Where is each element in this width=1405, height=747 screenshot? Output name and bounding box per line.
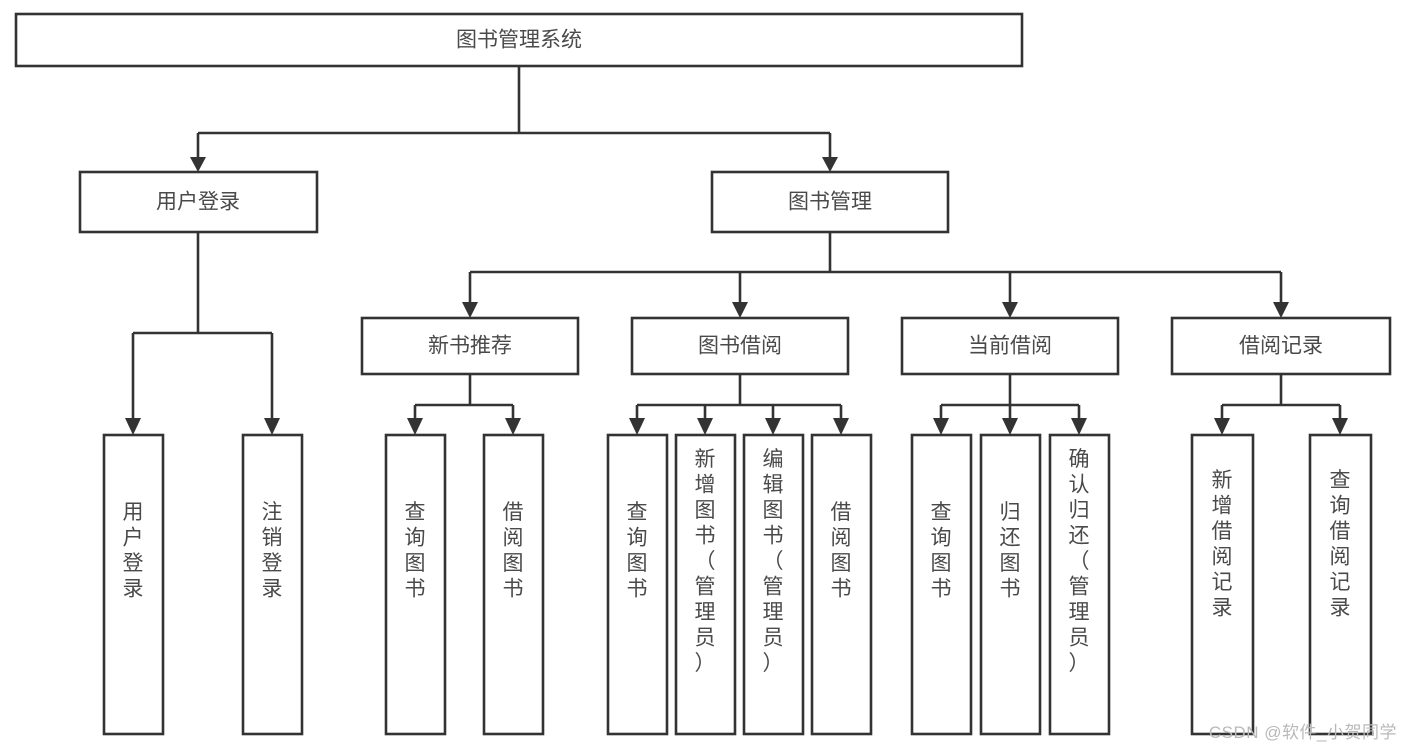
- node-leaf-query-book-3-label: 查询图书: [931, 501, 952, 601]
- node-new-book-rec-box[interactable]: [360, 316, 580, 376]
- node-leaf-add-record-box[interactable]: [1190, 433, 1255, 736]
- node-leaf-edit-book[interactable]: 编辑图书（管理员）: [742, 433, 805, 736]
- node-book-manage[interactable]: 图书管理: [710, 170, 950, 234]
- node-leaf-user-login[interactable]: 用户登录: [102, 433, 165, 736]
- node-leaf-query-record-label: 查询借阅记录: [1330, 469, 1351, 620]
- node-leaf-confirm-return-label: 确认归还（管理员）: [1069, 448, 1090, 675]
- node-new-book-rec[interactable]: 新书推荐: [360, 316, 580, 376]
- node-root[interactable]: 图书管理系统: [14, 12, 1024, 68]
- arrow-leaf-logout-login: [264, 418, 280, 435]
- node-current-borrow-label: 当前借阅: [968, 335, 1052, 358]
- node-leaf-query-book-2-label: 查询图书: [627, 501, 648, 601]
- node-leaf-borrow-book-1-label: 借阅图书: [503, 501, 524, 601]
- node-user-login-label: 用户登录: [156, 191, 240, 214]
- node-borrow-record-label: 借阅记录: [1239, 335, 1323, 358]
- node-leaf-borrow-book-1-box[interactable]: [482, 433, 545, 736]
- arrow-current-borrow: [1002, 302, 1018, 318]
- node-current-borrow[interactable]: 当前借阅: [900, 316, 1120, 376]
- node-leaf-query-book-3[interactable]: 查询图书: [910, 433, 973, 736]
- node-root-box[interactable]: [14, 12, 1024, 68]
- node-leaf-add-record[interactable]: 新增借阅记录: [1190, 433, 1255, 736]
- arrow-leaf-user-login: [125, 418, 141, 435]
- node-leaf-user-login-label: 用户登录: [123, 501, 144, 601]
- node-leaf-logout-login[interactable]: 注销登录: [241, 433, 304, 736]
- arrow-leaf-add-book: [697, 418, 713, 435]
- node-root-label: 图书管理系统: [456, 29, 582, 52]
- arrow-leaf-query-record: [1332, 418, 1348, 435]
- node-leaf-add-book-box[interactable]: [674, 433, 737, 736]
- node-leaf-query-book-1-box[interactable]: [384, 433, 447, 736]
- node-leaf-query-book-3-box[interactable]: [910, 433, 973, 736]
- node-leaf-borrow-book-2-label: 借阅图书: [831, 501, 852, 601]
- arrow-user-login: [190, 157, 206, 172]
- node-book-manage-label: 图书管理: [788, 191, 872, 214]
- arrow-leaf-confirm-return: [1071, 418, 1087, 435]
- arrow-leaf-return-book: [1002, 418, 1018, 435]
- node-leaf-add-book-label: 新增图书（管理员）: [695, 448, 716, 675]
- node-new-book-rec-label: 新书推荐: [428, 335, 512, 358]
- node-leaf-edit-book-box[interactable]: [742, 433, 805, 736]
- node-user-login-box[interactable]: [78, 170, 319, 234]
- node-book-manage-box[interactable]: [710, 170, 950, 234]
- arrow-leaf-query-book-2: [629, 418, 645, 435]
- node-leaf-query-record-box[interactable]: [1308, 433, 1373, 736]
- arrow-leaf-query-book-3: [933, 418, 949, 435]
- node-leaf-return-book[interactable]: 归还图书: [979, 433, 1042, 736]
- node-leaf-query-book-2-box[interactable]: [606, 433, 669, 736]
- node-current-borrow-box[interactable]: [900, 316, 1120, 376]
- arrow-borrow-record: [1273, 302, 1289, 318]
- node-leaf-query-record[interactable]: 查询借阅记录: [1308, 433, 1373, 736]
- arrow-leaf-edit-book: [765, 418, 781, 435]
- node-leaf-borrow-book-2[interactable]: 借阅图书: [810, 433, 873, 736]
- node-book-borrow[interactable]: 图书借阅: [630, 316, 850, 376]
- node-leaf-query-book-1-label: 查询图书: [405, 501, 426, 601]
- node-borrow-record[interactable]: 借阅记录: [1170, 316, 1392, 376]
- watermark-credit: CSDN @软件_小贺同学: [1208, 723, 1397, 742]
- arrow-book-borrow: [732, 302, 748, 318]
- node-user-login[interactable]: 用户登录: [78, 170, 319, 234]
- arrow-leaf-add-record: [1214, 418, 1230, 435]
- node-leaf-add-book[interactable]: 新增图书（管理员）: [674, 433, 737, 736]
- node-leaf-query-book-1[interactable]: 查询图书: [384, 433, 447, 736]
- arrow-leaf-borrow-book-1: [505, 418, 521, 435]
- node-leaf-return-book-box[interactable]: [979, 433, 1042, 736]
- node-leaf-logout-login-box[interactable]: [241, 433, 304, 736]
- node-leaf-user-login-box[interactable]: [102, 433, 165, 736]
- node-book-borrow-box[interactable]: [630, 316, 850, 376]
- node-book-borrow-label: 图书借阅: [698, 335, 782, 358]
- node-leaf-query-book-2[interactable]: 查询图书: [606, 433, 669, 736]
- node-leaf-add-record-label: 新增借阅记录: [1212, 469, 1233, 620]
- connectors-layer: [125, 66, 1348, 435]
- arrow-book-manage: [822, 157, 838, 172]
- node-leaf-confirm-return[interactable]: 确认归还（管理员）: [1048, 433, 1111, 736]
- arrow-leaf-query-book-1: [407, 418, 423, 435]
- node-borrow-record-box[interactable]: [1170, 316, 1392, 376]
- node-leaf-logout-login-label: 注销登录: [262, 501, 283, 601]
- node-leaf-confirm-return-box[interactable]: [1048, 433, 1111, 736]
- arrow-leaf-borrow-book-2: [833, 418, 849, 435]
- arrow-new-book-rec: [462, 302, 478, 318]
- node-leaf-borrow-book-2-box[interactable]: [810, 433, 873, 736]
- node-leaf-return-book-label: 归还图书: [1000, 501, 1021, 601]
- node-leaf-edit-book-label: 编辑图书（管理员）: [763, 448, 784, 675]
- node-leaf-borrow-book-1[interactable]: 借阅图书: [482, 433, 545, 736]
